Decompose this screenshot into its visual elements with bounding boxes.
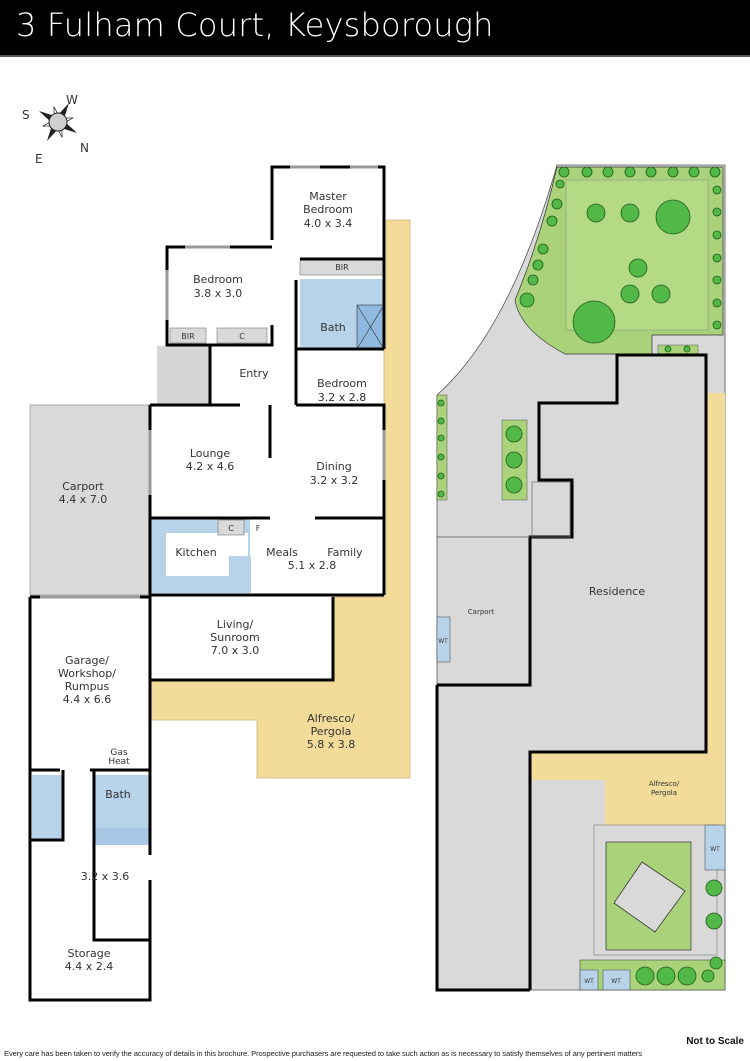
compass-label-south: S (22, 108, 30, 122)
meals-label: Meals (266, 546, 298, 559)
living-dims: 7.0 x 3.0 (211, 644, 260, 657)
site-carport-label: Carport (468, 608, 495, 616)
rear-shed (613, 861, 686, 933)
bir-bedroom2 (169, 327, 207, 344)
residence-label: Residence (589, 585, 645, 598)
rear-bath-label: Bath (105, 788, 131, 801)
compass-icon (38, 102, 78, 142)
dining-dims: 3.2 x 3.2 (310, 474, 359, 487)
water-tank-1 (704, 824, 726, 871)
compass-label-north: N (80, 141, 89, 155)
living-label-2: Sunroom (210, 631, 259, 644)
rear-room-dims: 3.2 x 3.6 (81, 870, 130, 883)
bedroom2-label: Bedroom (193, 273, 243, 286)
site-alfresco-label: Alfresco/ (649, 780, 680, 788)
cupboard-kitchen (217, 519, 245, 536)
site-plan: Residence Carport Alfresco/ Pergola WT W… (435, 164, 726, 992)
storage-dims: 4.4 x 2.4 (65, 960, 114, 973)
garage-dims: 4.4 x 6.6 (63, 693, 112, 706)
toilet-rear-area (32, 775, 63, 840)
disclaimer-text: Every care has been taken to verify the … (4, 1049, 642, 1058)
cupboard-label-entry: C (239, 332, 245, 341)
compass-label-east: E (35, 152, 43, 166)
bedroom3-label: Bedroom (317, 377, 367, 390)
page-title: 3 Fulham Court, Keysborough (16, 6, 494, 44)
family-label: Family (327, 546, 363, 559)
bath-label: Bath (320, 321, 346, 334)
title-bar: 3 Fulham Court, Keysborough (0, 0, 750, 57)
lounge-dims: 4.2 x 4.6 (186, 460, 235, 473)
scale-note: Not to Scale (686, 1036, 744, 1047)
bir-label-bedroom2: BIR (181, 332, 195, 341)
gas-heat-label: Gas (110, 748, 127, 758)
carport-label: Carport (62, 480, 104, 493)
wt-label-2: WT (584, 978, 594, 985)
garage-label: Garage/ (65, 654, 109, 667)
master-bedroom-dims: 4.0 x 3.4 (304, 217, 353, 230)
water-tank-carport (436, 616, 451, 663)
kitchen-label: Kitchen (175, 546, 216, 559)
living-label: Living/ (217, 618, 254, 631)
carport-dims: 4.4 x 7.0 (59, 493, 108, 506)
floor-plan: Master Bedroom 4.0 x 3.4 Bedroom 3.8 x 3… (28, 165, 411, 1002)
storage-label: Storage (67, 947, 110, 960)
wt-label-3: WT (611, 978, 621, 985)
trees (437, 166, 723, 986)
cupboard-label-kitchen: C (228, 524, 234, 533)
fridge-label: F (256, 524, 261, 533)
water-tank-3 (602, 969, 631, 991)
lounge-label: Lounge (190, 447, 231, 460)
bedroom2-dims: 3.8 x 3.0 (194, 287, 243, 300)
garage-label-2: Workshop/ (58, 667, 116, 680)
water-tank-2 (579, 969, 599, 991)
compass-label-west: W (66, 93, 78, 107)
dining-label: Dining (316, 460, 352, 473)
bedroom3-dims: 3.2 x 2.8 (318, 391, 367, 404)
bir-label-master: BIR (335, 263, 349, 272)
garage-label-3: Rumpus (65, 680, 110, 693)
meals-family-dims: 5.1 x 2.8 (288, 559, 337, 572)
site-alfresco-label-2: Pergola (651, 789, 677, 797)
wt-label-1: WT (710, 846, 720, 853)
alfresco-label-2: Pergola (311, 725, 352, 738)
site-alfresco (530, 393, 725, 825)
gas-heat-label-2: Heat (108, 757, 130, 767)
alfresco-dims: 5.8 x 3.8 (307, 738, 356, 751)
master-bedroom-label: Master (309, 190, 347, 203)
wt-label-carport: WT (438, 638, 448, 645)
alfresco-label: Alfresco/ (307, 712, 355, 725)
entry-label: Entry (239, 367, 269, 380)
master-bedroom-label-2: Bedroom (303, 203, 353, 216)
porch-area (157, 346, 210, 406)
cupboard-entry (216, 327, 268, 344)
